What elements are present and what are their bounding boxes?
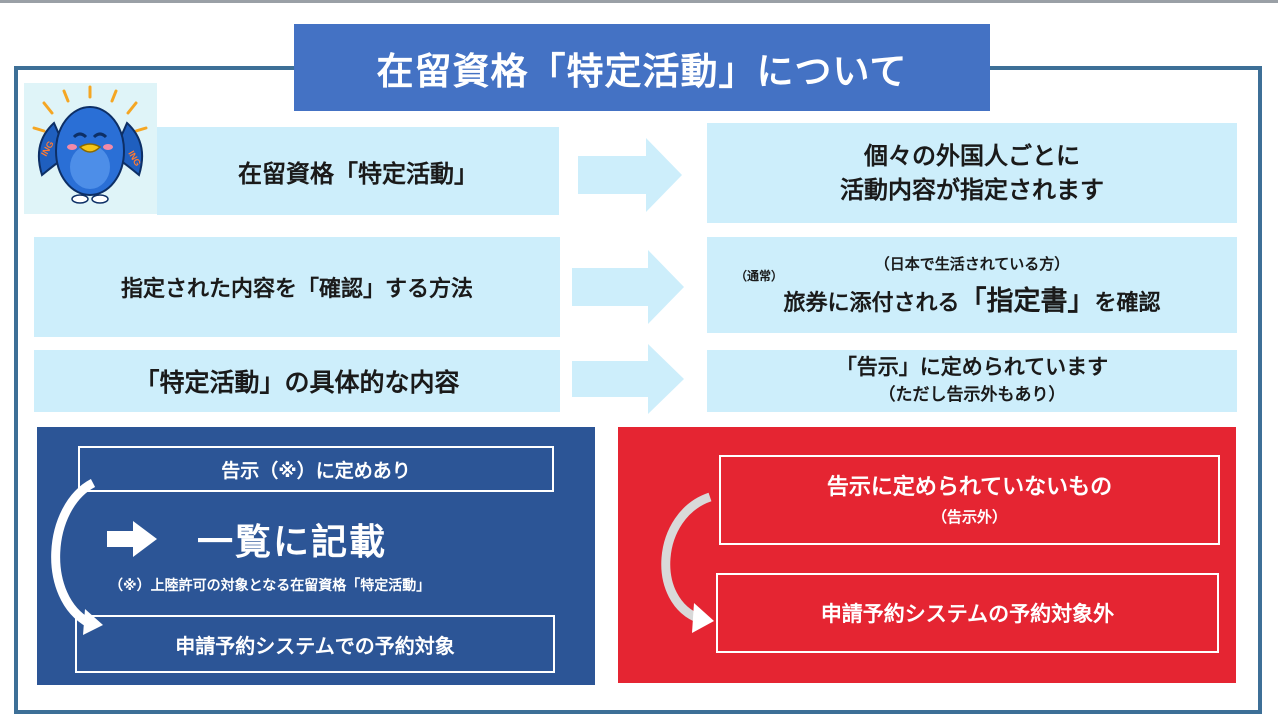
row1-right-line2: 活動内容が指定されます bbox=[840, 176, 1104, 204]
row3-right-box: 「告示」に定められています （ただし告示外もあり） bbox=[707, 350, 1237, 412]
blue-note: （※）上陸許可の対象となる在留資格「特定活動」 bbox=[109, 578, 431, 594]
red-top-line2: （告示外） bbox=[931, 508, 1007, 526]
curved-arrow-icon bbox=[661, 492, 714, 633]
row1-right-line1: 個々の外国人ごとに bbox=[864, 142, 1080, 170]
row1-right-box: 個々の外国人ごとに 活動内容が指定されます bbox=[707, 123, 1237, 223]
curved-arrow-icon bbox=[51, 479, 103, 635]
blue-bottom-label: 申請予約システムでの予約対象 bbox=[175, 633, 455, 658]
row3-right-line2: （ただし告示外もあり） bbox=[878, 385, 1066, 405]
row3-arrow-icon bbox=[572, 344, 684, 414]
mascot-illustration: ING ING bbox=[32, 85, 148, 204]
red-top-box: 告示に定められていないもの （告示外） bbox=[719, 455, 1220, 545]
row3-right-line1: 「告示」に定められています bbox=[835, 355, 1109, 379]
top-divider-line bbox=[0, 0, 1278, 3]
page-title: 在留資格「特定活動」について bbox=[294, 24, 990, 111]
blue-panel: 告示（※）に定めあり 一覧に記載 （※）上陸許可の対象となる在留資格「特定活動」… bbox=[37, 427, 595, 685]
row2-right-pre: 旅券に添付される bbox=[783, 291, 960, 316]
red-panel: 告示に定められていないもの （告示外） 申請予約システムの予約対象外 bbox=[618, 427, 1236, 683]
blue-bottom-box: 申請予約システムでの予約対象 bbox=[75, 615, 555, 673]
row2-note-paren: （日本で生活されている方） bbox=[874, 255, 1070, 273]
row1-arrow-icon bbox=[578, 138, 682, 212]
red-bottom-label: 申請予約システムの予約対象外 bbox=[820, 602, 1115, 626]
red-bottom-box: 申請予約システムの予約対象外 bbox=[716, 573, 1219, 653]
blue-main-text: 一覧に記載 bbox=[197, 522, 388, 563]
row1-left-box: 在留資格「特定活動」 bbox=[157, 127, 559, 215]
row2-left-box: 指定された内容を「確認」する方法 bbox=[34, 237, 560, 337]
right-arrow-icon bbox=[107, 521, 157, 557]
red-top-line1: 告示に定められていないもの bbox=[826, 475, 1113, 500]
row2-right-emph: 「指定書」 bbox=[959, 286, 1095, 317]
row2-left-label: 指定された内容を「確認」する方法 bbox=[120, 277, 473, 302]
row2-arrow-icon bbox=[572, 250, 684, 324]
row2-right-post: を確認 bbox=[1094, 291, 1161, 316]
row3-left-box: 「特定活動」の具体的な内容 bbox=[34, 350, 560, 412]
blue-top-box: 告示（※）に定めあり bbox=[78, 446, 554, 492]
mascot-image: ING ING bbox=[24, 83, 157, 214]
blue-top-label: 告示（※）に定めあり bbox=[221, 459, 411, 482]
row2-note-small: （通常） bbox=[735, 269, 784, 283]
row2-right-text: 旅券に添付される「指定書」を確認 bbox=[707, 285, 1237, 321]
row1-left-label: 在留資格「特定活動」 bbox=[238, 159, 478, 188]
row2-right-box: （日本で生活されている方） （通常） 旅券に添付される「指定書」を確認 bbox=[707, 237, 1237, 333]
row3-left-label: 「特定活動」の具体的な内容 bbox=[134, 368, 460, 397]
